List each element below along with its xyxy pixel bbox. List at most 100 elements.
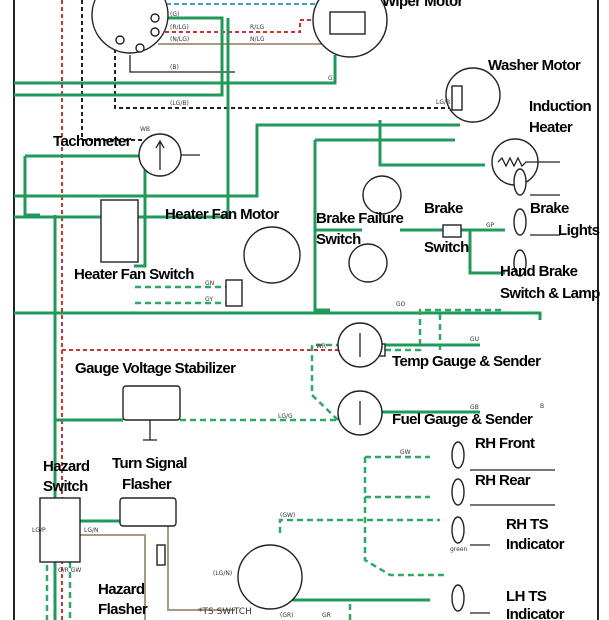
wire-g-right	[313, 120, 485, 230]
label-hazard-flasher-2: Flasher	[98, 601, 148, 618]
wire-gn-gy	[135, 285, 235, 305]
label-rh-ts-1: RH TS	[506, 516, 549, 533]
brake-failure-lower	[348, 243, 388, 283]
label-brake-lights-2: Lights	[558, 222, 600, 239]
label-tachometer: Tachometer	[53, 133, 132, 150]
svg-text:GY: GY	[205, 296, 213, 303]
wire-gauge-senders	[382, 343, 480, 414]
label-rh-ts-2: Indicator	[506, 536, 565, 553]
svg-text:GN: GN	[205, 280, 214, 287]
label-ts-switch: *TS SWITCH	[198, 607, 252, 617]
brake-switch	[442, 224, 462, 238]
turn-signal-flasher	[119, 497, 177, 527]
label-heater-fan-motor: Heater Fan Motor	[165, 206, 280, 223]
wire-g-lower	[14, 311, 542, 320]
label-lh-ts-1: LH TS	[506, 588, 547, 605]
label-lh-ts-2: Indicator	[506, 606, 565, 620]
svg-text:GW: GW	[400, 449, 411, 456]
label-hand-brake-1: Hand Brake	[500, 263, 578, 280]
wire-g-main	[14, 16, 224, 97]
svg-text:(LG/B): (LG/B)	[170, 100, 189, 107]
svg-text:R/LG: R/LG	[250, 24, 265, 31]
connector-pin	[115, 35, 125, 45]
label-rh-front: RH Front	[475, 435, 535, 452]
wire-b-ground	[129, 55, 235, 73]
wire-lgg	[180, 343, 339, 422]
label-washer-motor: Washer Motor	[488, 57, 581, 74]
svg-text:GB: GB	[470, 404, 479, 411]
wire-lgn	[80, 525, 235, 620]
svg-text:(G): (G)	[170, 11, 179, 18]
label-induction-2: Heater	[529, 119, 573, 136]
connector-pin	[150, 27, 160, 37]
ts-switch	[237, 544, 303, 610]
svg-text:WB: WB	[140, 126, 150, 133]
hazard-flasher-fuse	[156, 544, 166, 566]
svg-text:(GR): (GR)	[280, 612, 294, 619]
instrument-connector	[91, 0, 169, 54]
lamps	[451, 168, 527, 612]
connector-pin	[150, 13, 160, 23]
tach-needle-icon	[155, 139, 200, 170]
wire-gp-2	[468, 230, 505, 275]
svg-text:GR: GR	[322, 612, 331, 619]
fan-connector	[225, 279, 243, 307]
label-hazard-switch-2: Switch	[43, 478, 88, 495]
ground-leads	[470, 194, 560, 614]
wire-g-fan	[134, 156, 147, 268]
wire-g-vert	[14, 18, 230, 219]
wire-go	[385, 308, 505, 352]
svg-text:green: green	[450, 546, 468, 553]
label-brake-switch-2: Switch	[424, 239, 469, 256]
svg-text:LG/B: LG/B	[436, 99, 450, 106]
svg-text:N/LG: N/LG	[250, 36, 265, 43]
wire-gr	[348, 598, 430, 620]
label-brake-failure-2: Switch	[316, 231, 361, 248]
label-wiper-motor: Wiper Motor	[382, 0, 464, 10]
hazard-switch	[39, 497, 81, 563]
svg-text:B: B	[540, 403, 544, 410]
wire-g-washer	[14, 123, 460, 198]
svg-text:(R/LG): (R/LG)	[170, 24, 189, 31]
label-hand-brake-2: Switch & Lamp	[500, 285, 600, 302]
svg-text:(LG/N): (LG/N)	[213, 570, 232, 577]
heater-resistor-icon	[497, 156, 560, 168]
label-brake-failure-1: Brake Failure	[316, 210, 404, 227]
label-induction-1: Induction	[529, 98, 592, 115]
svg-text:GU: GU	[470, 336, 479, 343]
label-turn-flasher-1: Turn Signal	[112, 455, 187, 472]
svg-text:G/R GW: G/R GW	[58, 567, 81, 574]
wire-g-wiper	[14, 55, 337, 85]
label-brake-lights-1: Brake	[530, 200, 569, 217]
label-fuel-gauge: Fuel Gauge & Sender	[392, 411, 533, 428]
label-heater-fan-switch: Heater Fan Switch	[74, 266, 194, 283]
svg-text:(N/LG): (N/LG)	[170, 36, 189, 43]
brake-failure-switch	[362, 175, 402, 215]
label-temp-gauge: Temp Gauge & Sender	[392, 353, 541, 370]
svg-text:LG/P: LG/P	[32, 527, 46, 534]
label-hazard-switch-1: Hazard	[43, 458, 90, 475]
svg-text:G: G	[328, 75, 333, 82]
label-brake-switch-1: Brake	[424, 200, 463, 217]
heater-fan-motor	[243, 226, 301, 284]
wire-wb	[81, 0, 145, 141]
connector-pin	[135, 43, 145, 53]
svg-text:LG/G: LG/G	[278, 413, 293, 420]
washer-terminal	[451, 85, 463, 111]
wire-codes: (G) (R/LG) (N/LG) (B) (LG/B) R/LG N/LG G…	[32, 11, 544, 619]
svg-text:(B): (B)	[170, 64, 179, 71]
label-turn-flasher-2: Flasher	[122, 476, 172, 493]
wire-g-brake-fail	[313, 230, 330, 312]
svg-text:LG/N: LG/N	[84, 527, 99, 534]
gauge-voltage-stabilizer	[122, 385, 181, 421]
heater-fan-switch	[100, 199, 139, 263]
svg-text:(GW): (GW)	[280, 512, 295, 519]
label-gauge-stabilizer: Gauge Voltage Stabilizer	[75, 360, 236, 377]
label-rh-rear: RH Rear	[475, 472, 531, 489]
wire-gw	[278, 455, 445, 577]
svg-text:WR: WR	[316, 343, 326, 350]
label-hazard-flasher-1: Hazard	[98, 581, 145, 598]
wiper-terminal	[329, 11, 366, 35]
